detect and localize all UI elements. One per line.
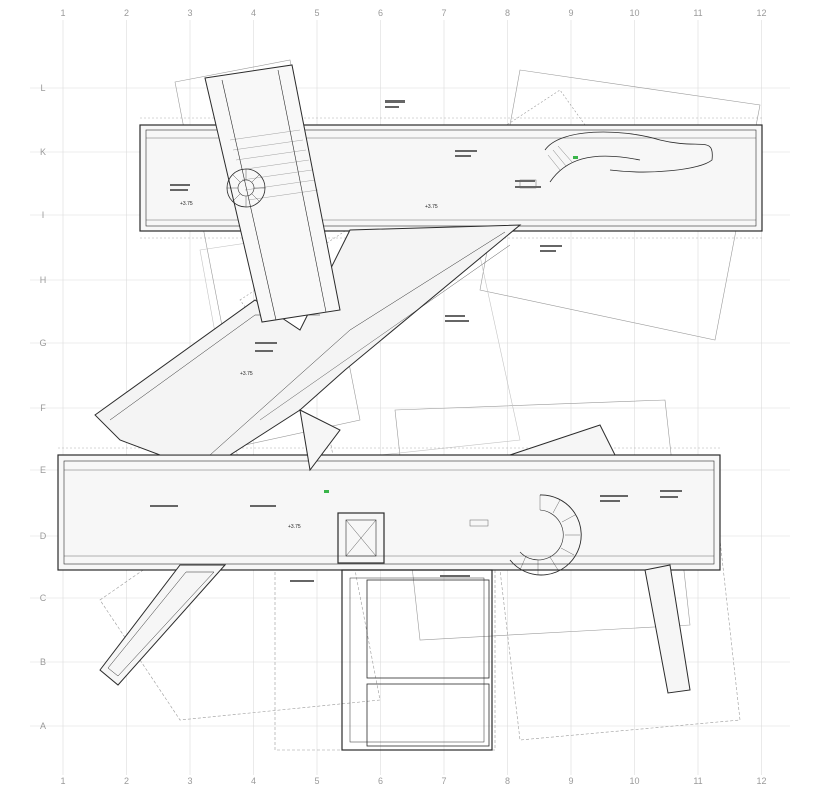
vertical-shaft (204, 64, 341, 323)
grid-column-label: 9 (568, 8, 573, 18)
grid-column-label: 1 (60, 776, 65, 786)
level-marker: +3.75 (288, 524, 301, 530)
grid-row-label: L (40, 83, 45, 93)
grid-column-label: 7 (441, 776, 446, 786)
spiral-stair-lower (509, 494, 582, 576)
grid-column-label: 8 (505, 8, 510, 18)
grid-column-label: 10 (629, 776, 639, 786)
level-markers: +3.75 +3.75 +3.75 +3.75 (180, 201, 438, 530)
grid-column-label: 12 (756, 8, 766, 18)
grid-labels: 112233445566778899101011111212LKIHGFEDCB… (39, 8, 766, 786)
triangle-room (299, 409, 341, 472)
grid-column-label: 6 (378, 776, 383, 786)
grid-row-label: H (40, 275, 47, 285)
angled-arm-right (644, 564, 691, 694)
spiral-stair-upper (226, 168, 266, 208)
grid-column-label: 2 (124, 776, 129, 786)
grid-row-label: C (40, 593, 47, 603)
grid-column-label: 11 (693, 8, 702, 18)
grid-column-label: 4 (251, 8, 256, 18)
grid-column-label: 6 (378, 8, 383, 18)
grid-column-label: 8 (505, 776, 510, 786)
grid-column-label: 2 (124, 8, 129, 18)
annotation-blocks (150, 100, 682, 582)
grid-column-label: 3 (187, 776, 192, 786)
grid-row-label: K (40, 147, 46, 157)
grid-column-label: 4 (251, 776, 256, 786)
grid-column-label: 5 (314, 8, 319, 18)
grid-column-label: 7 (441, 8, 446, 18)
grid-row-label: F (40, 403, 46, 413)
level-marker: +3.75 (180, 201, 193, 207)
annex-rooms (341, 569, 493, 751)
grid-column-label: 5 (314, 776, 319, 786)
grid-column-label: 12 (756, 776, 766, 786)
level-marker: +3.75 (425, 204, 438, 210)
grid-column-label: 9 (568, 776, 573, 786)
grid-row-label: D (40, 531, 47, 541)
diagonal-bridge (94, 224, 522, 456)
grid-column-label: 10 (629, 8, 639, 18)
lower-wing (57, 447, 721, 571)
grid-row-label: A (40, 721, 46, 731)
level-marker: +3.75 (240, 371, 253, 377)
accent-marker (573, 156, 578, 159)
grid-row-label: E (40, 465, 46, 475)
grid-column-label: 11 (693, 776, 702, 786)
accent-marker (324, 490, 329, 493)
elevator-core (337, 512, 385, 564)
grid-column-label: 1 (60, 8, 65, 18)
wedge-upper-right-lower-wing (509, 424, 616, 456)
grid-row-label: I (42, 210, 45, 220)
grid-column-label: 3 (187, 8, 192, 18)
grid-row-label: B (40, 657, 46, 667)
angled-arm-left (99, 564, 227, 686)
grid-row-label: G (39, 338, 46, 348)
curved-stair-upper-right (544, 131, 713, 183)
